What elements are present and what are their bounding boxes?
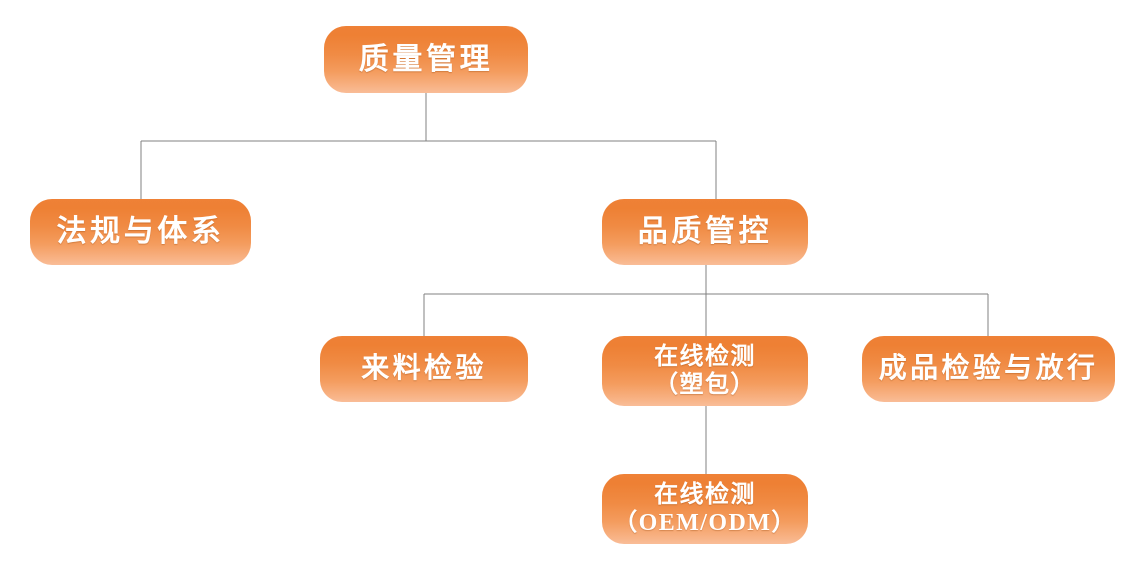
node-regulations-and-systems[interactable]: 法规与体系 [30, 199, 251, 265]
node-label: 在线检测 （塑包） [654, 343, 756, 398]
node-quality-control[interactable]: 品质管控 [602, 199, 808, 265]
node-label: 品质管控 [637, 215, 773, 249]
node-label: 法规与体系 [56, 215, 225, 249]
node-finished-product-inspection-release[interactable]: 成品检验与放行 [862, 336, 1115, 402]
node-label: 来料检验 [361, 353, 487, 385]
node-label: 质量管理 [358, 42, 494, 76]
node-incoming-material-inspection[interactable]: 来料检验 [320, 336, 528, 402]
node-label: 成品检验与放行 [878, 353, 1099, 385]
node-online-inspection-oem-odm[interactable]: 在线检测 （OEM/ODM） [602, 474, 808, 544]
node-online-inspection-plastic[interactable]: 在线检测 （塑包） [602, 336, 808, 406]
node-quality-management[interactable]: 质量管理 [324, 26, 528, 93]
node-label: 在线检测 （OEM/ODM） [613, 481, 797, 536]
